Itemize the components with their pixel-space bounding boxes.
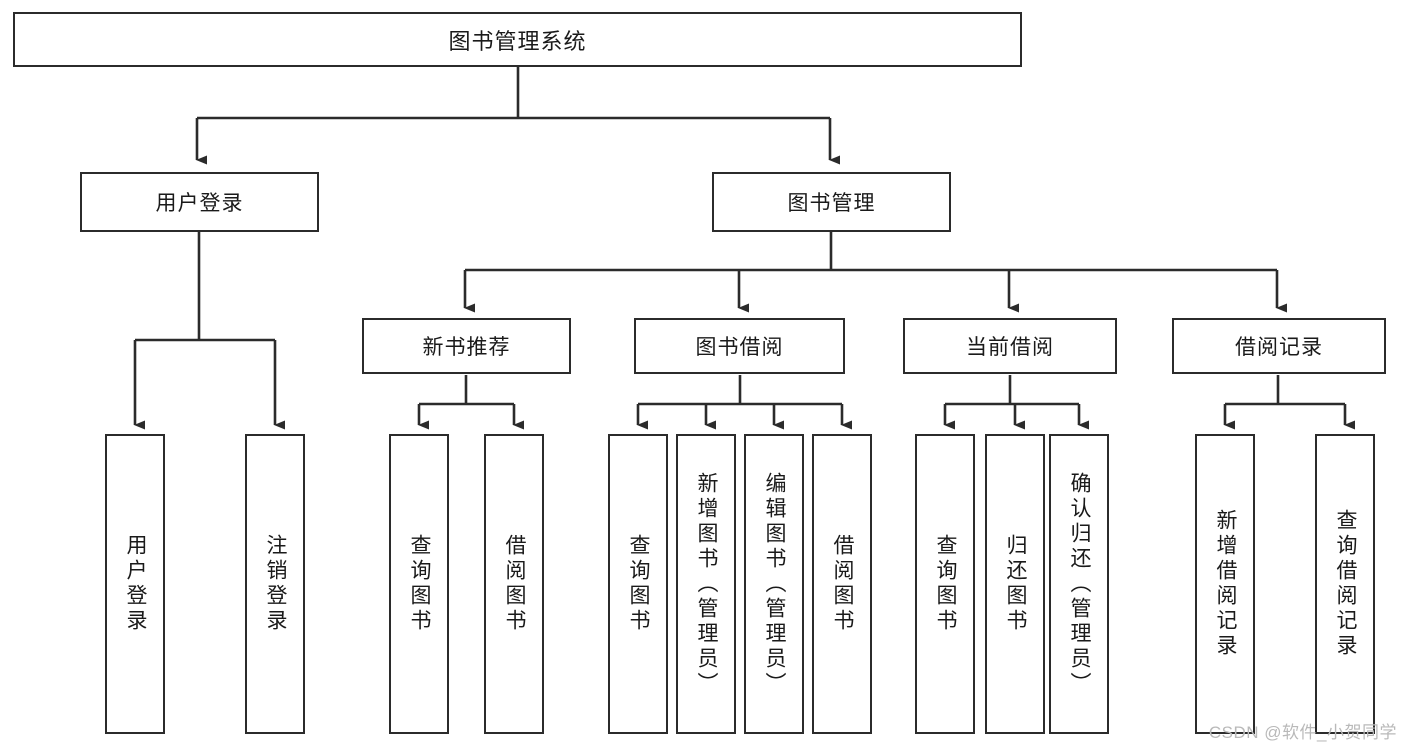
leaf-borrow-query-book[interactable]: 查询图书 <box>608 434 668 734</box>
node-current-borrow[interactable]: 当前借阅 <box>903 318 1117 374</box>
leaf-recommend-borrow-book[interactable]: 借阅图书 <box>484 434 544 734</box>
leaf-borrow-edit-book-admin[interactable]: 编辑图书（管理员） <box>744 434 804 734</box>
leaf-current-confirm-return-admin[interactable]: 确认归还（管理员） <box>1049 434 1109 734</box>
leaf-user-login-signout[interactable]: 注销登录 <box>245 434 305 734</box>
leaf-borrow-add-book-admin[interactable]: 新增图书（管理员） <box>676 434 736 734</box>
leaf-current-query-book[interactable]: 查询图书 <box>915 434 975 734</box>
leaf-user-login-signin[interactable]: 用户登录 <box>105 434 165 734</box>
leaf-record-query-record[interactable]: 查询借阅记录 <box>1315 434 1375 734</box>
node-root-system[interactable]: 图书管理系统 <box>13 12 1022 67</box>
node-book-management[interactable]: 图书管理 <box>712 172 951 232</box>
node-user-login[interactable]: 用户登录 <box>80 172 319 232</box>
leaf-recommend-query-book[interactable]: 查询图书 <box>389 434 449 734</box>
node-borrow-record[interactable]: 借阅记录 <box>1172 318 1386 374</box>
node-new-book-recommend[interactable]: 新书推荐 <box>362 318 571 374</box>
leaf-borrow-borrow-book[interactable]: 借阅图书 <box>812 434 872 734</box>
leaf-current-return-book[interactable]: 归还图书 <box>985 434 1045 734</box>
node-book-borrow[interactable]: 图书借阅 <box>634 318 845 374</box>
leaf-record-add-record[interactable]: 新增借阅记录 <box>1195 434 1255 734</box>
